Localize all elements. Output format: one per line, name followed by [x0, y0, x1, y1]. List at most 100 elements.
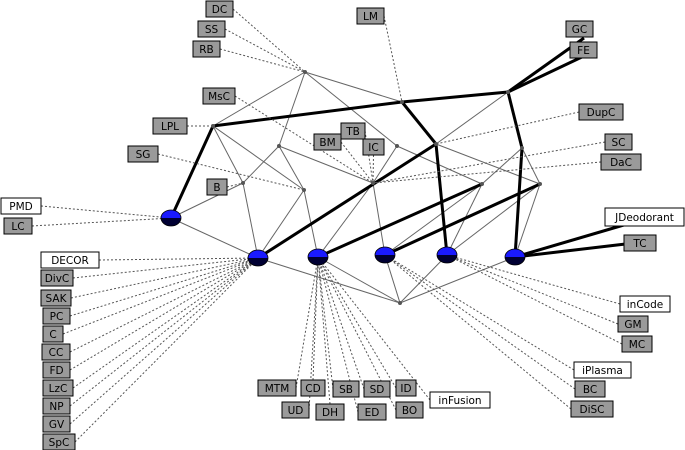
highlighted-edge [434, 143, 449, 256]
label-connector [384, 254, 572, 410]
label-connector [340, 141, 374, 184]
label-text: GV [49, 419, 65, 431]
label-text: ED [365, 407, 380, 419]
label-text: CC [49, 347, 64, 359]
label-sc: SC [604, 133, 633, 151]
label-text: BC [583, 384, 597, 396]
label-cd: CD [300, 379, 326, 397]
label-text: SAK [46, 293, 68, 305]
lattice-edge [435, 143, 541, 185]
lattice-highlighted-edges [169, 36, 635, 260]
label-text: RB [199, 44, 214, 56]
tool-node [247, 249, 269, 267]
highlighted-edge [400, 101, 438, 145]
lattice-node [302, 188, 306, 192]
label-text: SC [612, 137, 626, 149]
label-text: DC [212, 4, 227, 16]
label-connector [98, 257, 259, 261]
label-connector [31, 217, 172, 227]
highlighted-edge [514, 241, 635, 259]
label-b: B [206, 178, 228, 196]
label-connector [446, 254, 619, 325]
label-ss: SS [197, 20, 226, 38]
label-text: LM [363, 11, 378, 23]
lattice-edge [372, 182, 386, 256]
label-text: SD [370, 384, 385, 396]
lattice-edge [521, 147, 541, 185]
label-cc: CC [41, 343, 71, 361]
label-text: MsC [208, 91, 230, 103]
label-connector [69, 257, 259, 425]
lattice-node [480, 182, 484, 186]
highlighted-edge [506, 91, 524, 149]
label-connector [226, 182, 244, 188]
label-text: PMD [9, 201, 32, 213]
label-connector [372, 154, 374, 184]
label-connector [317, 256, 397, 389]
label-connector [446, 254, 621, 305]
tool-node [374, 246, 396, 264]
label-tb: TB [340, 122, 366, 140]
label-connector [372, 141, 606, 184]
lattice-node [398, 301, 402, 305]
label-text: DH [322, 407, 338, 419]
label-text: DECOR [51, 255, 89, 267]
label-divc: DivC [40, 269, 74, 287]
lattice-edge [399, 254, 448, 304]
lattice-edge [278, 71, 306, 147]
lattice-edge [212, 125, 305, 191]
highlighted-edge [257, 142, 437, 260]
label-text: inCode [627, 299, 663, 311]
label-text: IC [368, 142, 378, 154]
label-connector [69, 257, 259, 407]
lattice-tool-nodes [160, 209, 526, 267]
label-dupc: DupC [578, 103, 624, 121]
label-text: SpC [49, 437, 70, 449]
label-ud: UD [281, 401, 310, 419]
label-c: C [42, 325, 64, 343]
label-tc: TC [623, 234, 657, 252]
lattice-edge [384, 183, 483, 256]
highlighted-edge [514, 220, 635, 259]
label-dc: DC [205, 0, 234, 18]
label-connector [69, 257, 259, 371]
label-connector [72, 257, 259, 389]
highlighted-edge [169, 125, 215, 219]
label-text: DaC [610, 157, 632, 169]
label-text: GM [624, 319, 641, 331]
label-decor: DECOR [40, 251, 100, 269]
label-connector [219, 48, 306, 73]
lattice-node [241, 181, 245, 185]
label-connector [69, 257, 259, 353]
lattice-node [303, 70, 307, 74]
lattice-edge [257, 189, 305, 259]
lattice-edge [372, 145, 398, 184]
lattice-edge [514, 183, 541, 258]
label-np: NP [42, 397, 71, 415]
label-infusion: inFusion [429, 391, 491, 409]
label-lm: LM [356, 7, 385, 25]
lattice-edge [242, 145, 280, 184]
tool-node [307, 248, 329, 266]
lattice-node [434, 142, 438, 146]
label-connector [295, 256, 319, 389]
label-pc: PC [42, 307, 71, 325]
label-dac: DaC [600, 153, 642, 171]
lattice-edge [242, 182, 259, 259]
tool-node [160, 209, 182, 227]
label-text: NP [49, 401, 63, 413]
highlighted-edge [513, 147, 524, 258]
lattice-edge [170, 217, 259, 259]
lattice-node [538, 182, 542, 186]
lattice-edge [170, 182, 244, 219]
lattice-small-nodes [211, 70, 542, 305]
label-mc: MC [621, 335, 653, 353]
label-text: SS [205, 24, 219, 36]
label-text: PC [50, 311, 64, 323]
label-text: TB [345, 126, 360, 138]
label-text: iPlasma [582, 365, 623, 377]
label-lpl: LPL [152, 117, 188, 135]
label-text: SG [136, 149, 151, 161]
lattice-edge [278, 145, 374, 184]
